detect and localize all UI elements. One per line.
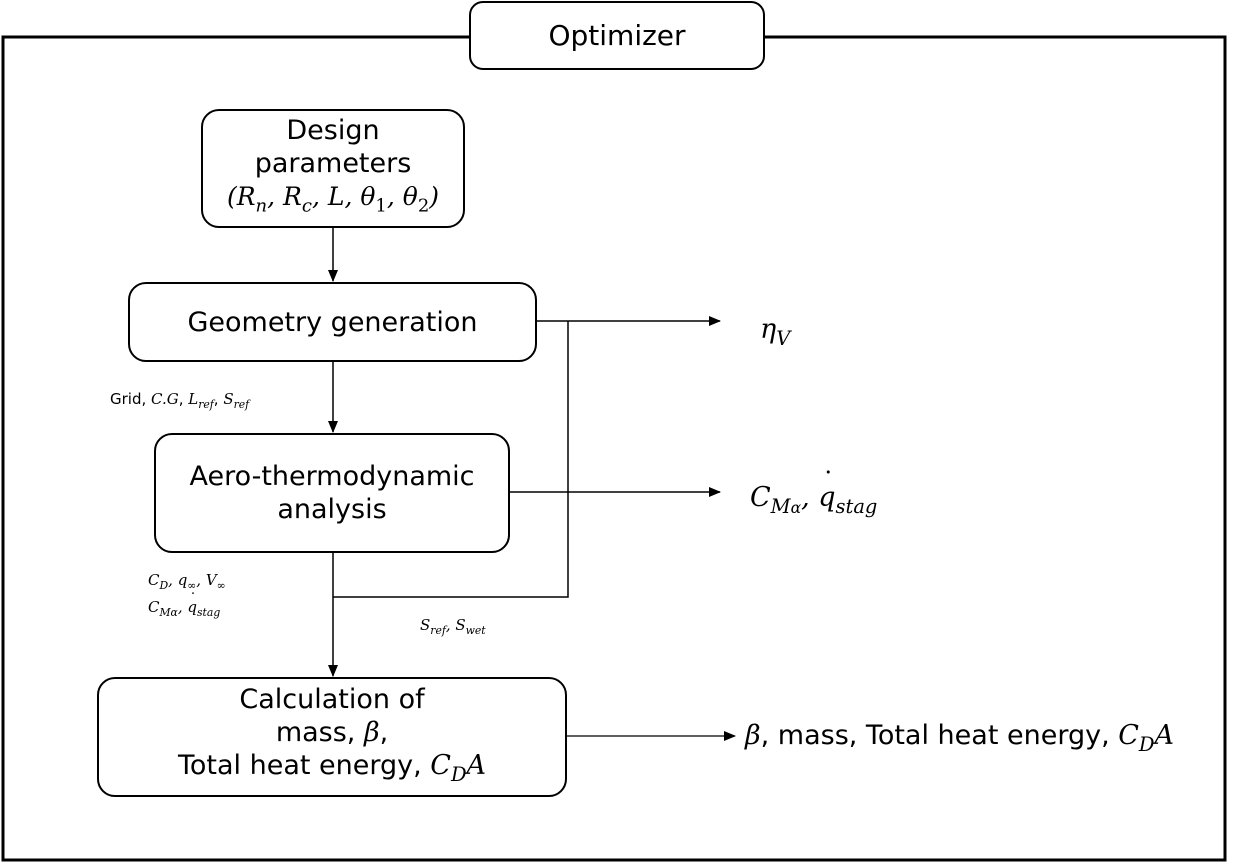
label-geometry-to-aero: Grid, C.G, Lref, Sref: [110, 390, 250, 411]
geometry-label: Geometry generation: [187, 306, 478, 338]
geometry-generation-box: Geometry generation: [128, 282, 537, 362]
output-cm-qstag: CMα, qstag: [750, 467, 877, 518]
aero-line2: analysis: [277, 494, 387, 525]
optimizer-title: Optimizer: [548, 19, 686, 52]
label-aero-to-calc-2: CMα, qstag: [148, 589, 220, 623]
calc-line3: Total heat energy, CDA: [177, 750, 487, 786]
edge-geometry-to-calc: [333, 321, 569, 598]
calc-line1: Calculation of: [239, 684, 425, 716]
calculation-box: Calculation of mass, β, Total heat energ…: [97, 677, 567, 797]
label-geometry-to-calc: Sref, Swet: [420, 616, 486, 637]
calc-line2: mass, β,: [275, 717, 389, 749]
optimizer-box: Optimizer: [469, 1, 765, 70]
aero-line1: Aero-thermodynamic: [189, 461, 475, 492]
optimizer-frame: [1, 35, 1227, 862]
design-line2: parameters: [254, 148, 412, 180]
aero-analysis-box: Aero-thermodynamic analysis: [154, 433, 510, 553]
label-aero-to-calc-1: CD, q∞, V∞: [148, 571, 226, 592]
output-eta: ηV: [760, 314, 791, 350]
output-final: β, mass, Total heat energy, CDA: [745, 720, 1175, 756]
design-line1: Design: [286, 115, 380, 147]
design-params: (Rn, Rc, L, θ1, θ2): [226, 182, 440, 217]
design-parameters-box: Design parameters (Rn, Rc, L, θ1, θ2): [201, 109, 465, 228]
